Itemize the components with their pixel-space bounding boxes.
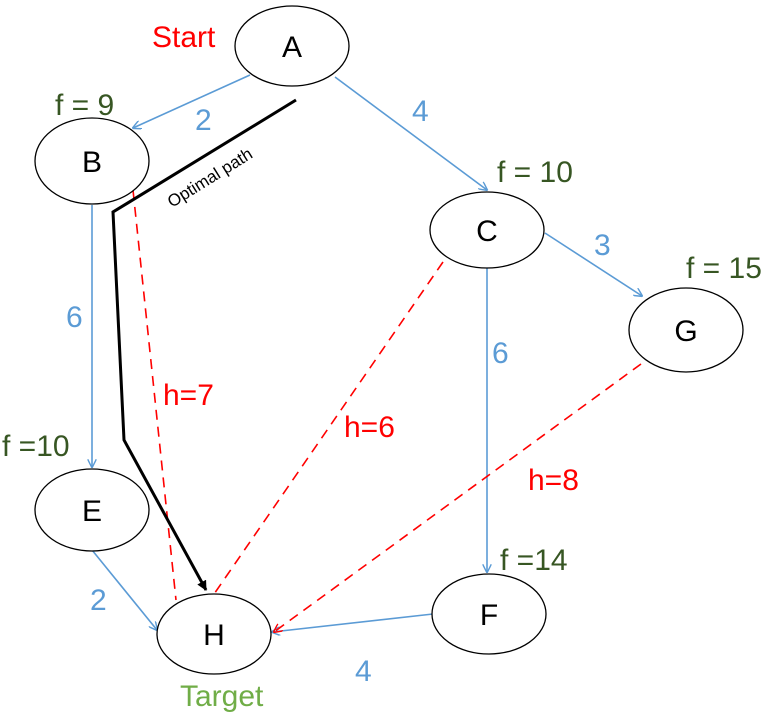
edge-label-a-b: 2 xyxy=(195,104,212,137)
f-value-c: f = 10 xyxy=(497,156,573,189)
f-value-f: f =14 xyxy=(500,544,568,577)
node-f: F xyxy=(431,573,547,655)
heuristic-label-c-h: h=6 xyxy=(344,411,395,444)
f-value-b: f = 9 xyxy=(55,89,114,122)
edge-label-f-h: 4 xyxy=(355,655,372,688)
heuristic-label-b-h: h=7 xyxy=(163,379,214,412)
optimal-path-line xyxy=(111,98,297,591)
heuristic-line-c-h xyxy=(211,261,444,598)
node-f-label: F xyxy=(480,599,498,632)
node-a: A xyxy=(234,5,350,87)
node-h-label: H xyxy=(203,619,225,652)
heuristic-line-b-h xyxy=(132,189,177,601)
edge-label-a-c: 4 xyxy=(412,95,429,128)
f-value-g: f = 15 xyxy=(686,252,762,285)
node-g-label: G xyxy=(674,315,697,348)
edge-a-c xyxy=(334,76,487,190)
node-h: H xyxy=(156,593,272,675)
edge-label-c-g: 3 xyxy=(594,229,611,262)
node-e-label: E xyxy=(82,495,102,528)
node-c: C xyxy=(429,191,545,269)
node-e: E xyxy=(34,468,150,552)
heuristic-line-g-h xyxy=(274,363,642,632)
node-b-label: B xyxy=(82,146,102,179)
node-g: G xyxy=(628,287,744,373)
edge-c-g xyxy=(544,232,642,296)
node-a-label: A xyxy=(282,31,302,64)
edge-label-c-f: 6 xyxy=(492,337,509,370)
heuristic-label-g-h: h=8 xyxy=(528,464,579,497)
edge-label-b-e: 6 xyxy=(66,301,83,334)
node-b: B xyxy=(34,117,150,205)
edge-e-h xyxy=(91,549,157,630)
start-label: Start xyxy=(152,21,216,54)
edge-label-e-h: 2 xyxy=(90,584,107,617)
f-value-e: f =10 xyxy=(2,430,70,463)
edge-a-b xyxy=(133,74,251,128)
node-c-label: C xyxy=(476,215,498,248)
target-label: Target xyxy=(180,680,264,713)
edge-f-h xyxy=(272,613,434,632)
